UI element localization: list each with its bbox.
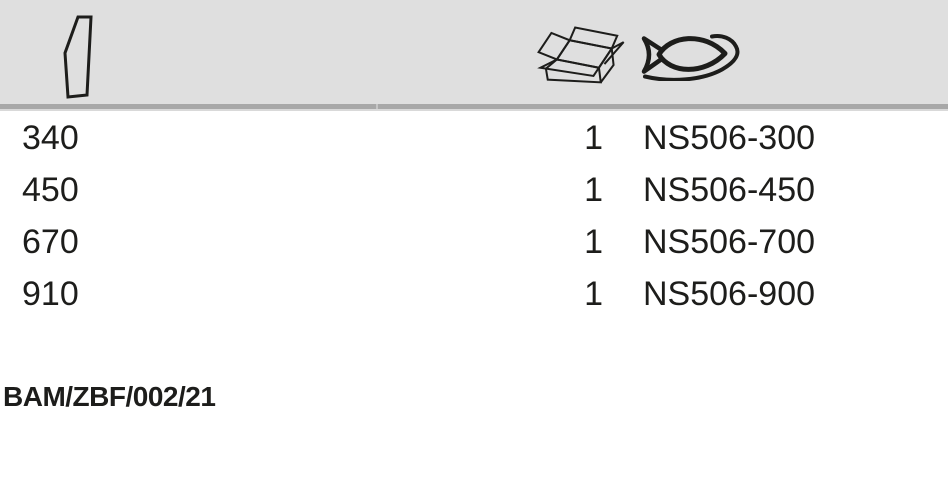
document-code: BAM/ZBF/002/21 [3, 381, 216, 412]
package-quantity-icon [527, 22, 627, 86]
length-mm-value: 340 [22, 119, 79, 157]
table-row: 340 1 NS506-300 [0, 112, 948, 164]
length-mm-value: 670 [22, 223, 79, 261]
length-mm-value: 450 [22, 171, 79, 209]
pack-qty-value: 1 [584, 119, 603, 157]
header-divider-cell-gap [376, 104, 378, 109]
pack-qty-value: 1 [584, 171, 603, 209]
table-row: 910 1 NS506-900 [0, 268, 948, 320]
pack-qty-value: 1 [584, 275, 603, 313]
pack-qty-value: 1 [584, 223, 603, 261]
table-header [0, 0, 948, 104]
bahco-fish-logo-icon [640, 28, 744, 81]
table-row: 450 1 NS506-450 [0, 164, 948, 216]
article-number: NS506-900 [643, 275, 816, 313]
header-divider-line [0, 104, 948, 109]
header-divider-fade [0, 109, 948, 111]
article-number: NS506-450 [643, 171, 816, 209]
article-number: NS506-300 [643, 119, 816, 157]
article-number: NS506-700 [643, 223, 816, 261]
blade-length-icon [63, 15, 93, 99]
table-row: 670 1 NS506-700 [0, 216, 948, 268]
length-mm-value: 910 [22, 275, 79, 313]
